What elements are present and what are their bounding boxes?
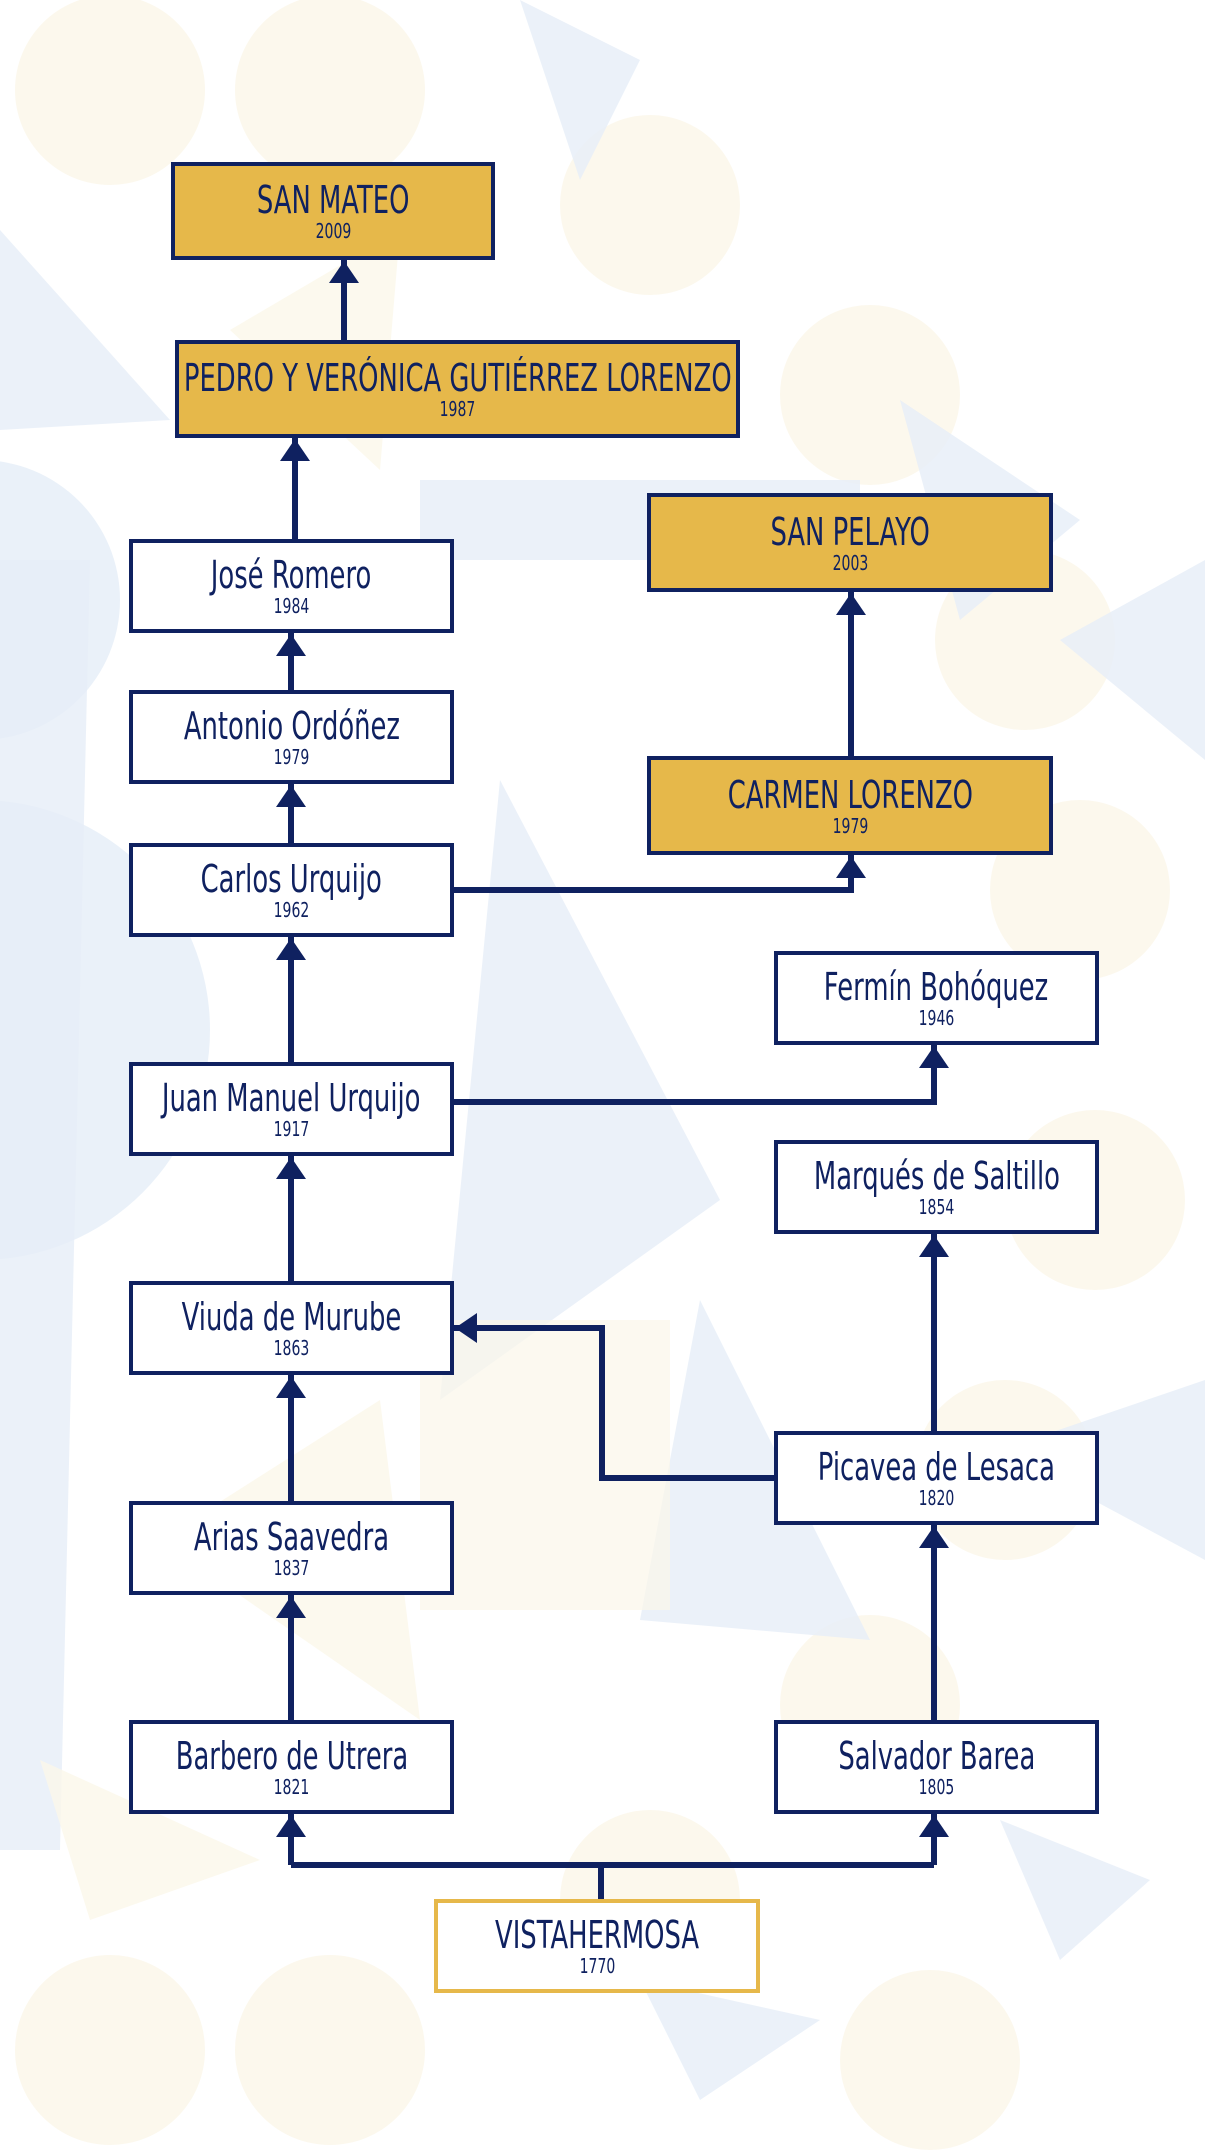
- watermark-shape: [1000, 1380, 1205, 1560]
- node-salvador-barea: Salvador Barea 1805: [774, 1720, 1099, 1814]
- node-year: 1962: [273, 898, 310, 922]
- connector-juan-fermin: [454, 1045, 937, 1105]
- node-san-mateo: SAN MATEO 2009: [171, 162, 495, 260]
- node-name: SAN PELAYO: [770, 509, 930, 554]
- watermark-circle: [560, 115, 740, 295]
- node-fermin-bohoquez: Fermín Bohóquez 1946: [774, 951, 1099, 1045]
- node-san-pelayo: SAN PELAYO 2003: [647, 493, 1053, 592]
- node-year: 2003: [832, 550, 868, 575]
- watermark-shape: [40, 1760, 260, 1920]
- arrow-to-arias: [276, 1596, 306, 1618]
- node-name: VISTAHERMOSA: [494, 1913, 700, 1957]
- arrow-to-antonio: [276, 785, 306, 807]
- watermark-shape: [1060, 560, 1205, 760]
- arrow-to-barbero: [276, 1815, 306, 1837]
- arrow-to-pedro: [280, 439, 310, 461]
- node-year: 1854: [918, 1195, 955, 1219]
- node-year: 1821: [273, 1775, 310, 1799]
- node-year: 1837: [273, 1556, 310, 1580]
- node-picavea-de-lesaca: Picavea de Lesaca 1820: [774, 1431, 1099, 1525]
- node-juan-manuel-urquijo: Juan Manuel Urquijo 1917: [129, 1062, 454, 1156]
- arrow-to-san-pelayo: [836, 593, 866, 615]
- node-name: Barbero de Utrera: [175, 1734, 408, 1778]
- node-name: José Romero: [211, 553, 372, 597]
- node-year: 1820: [918, 1486, 955, 1510]
- arrow-to-picavea: [919, 1526, 949, 1548]
- node-name: CARMEN LORENZO: [727, 772, 973, 817]
- watermark-shape: [0, 230, 170, 430]
- node-carmen-lorenzo: CARMEN LORENZO 1979: [647, 756, 1053, 855]
- node-name: Arias Saavedra: [193, 1515, 390, 1559]
- watermark-circle: [840, 1970, 1020, 2150]
- watermark-circle: [15, 0, 205, 185]
- node-antonio-ordonez: Antonio Ordóñez 1979: [129, 690, 454, 784]
- node-barbero-de-utrera: Barbero de Utrera 1821: [129, 1720, 454, 1814]
- watermark-shape: [1000, 1820, 1150, 1960]
- node-arias-saavedra: Arias Saavedra 1837: [129, 1501, 454, 1595]
- node-name: Salvador Barea: [838, 1734, 1035, 1778]
- node-pedro-veronica: PEDRO Y VERÓNICA GUTIÉRREZ LORENZO 1987: [175, 340, 740, 438]
- node-year: 1979: [273, 745, 310, 769]
- node-name: Fermín Bohóquez: [824, 965, 1049, 1009]
- node-name: Carlos Urquijo: [200, 857, 383, 901]
- node-name: Picavea de Lesaca: [817, 1445, 1056, 1489]
- watermark-shape: [640, 1300, 870, 1640]
- watermark-block: [420, 1320, 670, 1610]
- connector-picavea-viuda: [454, 1325, 774, 1481]
- arrow-to-viuda: [276, 1376, 306, 1398]
- node-name: Antonio Ordóñez: [183, 704, 400, 748]
- node-year: 1984: [273, 594, 310, 618]
- arrow-to-carlos: [276, 938, 306, 960]
- watermark-shape: [640, 1980, 820, 2100]
- node-year: 1946: [918, 1006, 955, 1030]
- node-name: SAN MATEO: [256, 178, 410, 222]
- watermark-circle: [235, 0, 425, 185]
- connector-root-split: [288, 1814, 937, 1899]
- arrow-to-san-mateo: [329, 261, 359, 283]
- connector-carlos-carmen: [454, 855, 854, 893]
- node-year: 1770: [579, 1954, 615, 1978]
- node-year: 1917: [273, 1117, 310, 1141]
- node-year: 1805: [918, 1775, 955, 1799]
- node-carlos-urquijo: Carlos Urquijo 1962: [129, 843, 454, 937]
- node-year: 1863: [273, 1336, 310, 1360]
- arrow-to-viuda-side: [455, 1313, 477, 1343]
- node-year: 1987: [439, 397, 476, 421]
- node-viuda-de-murube: Viuda de Murube 1863: [129, 1281, 454, 1375]
- node-name: Marqués de Saltillo: [813, 1154, 1060, 1198]
- node-name: PEDRO Y VERÓNICA GUTIÉRREZ LORENZO: [183, 356, 732, 400]
- node-year: 2009: [315, 219, 351, 243]
- arrow-to-jose: [276, 634, 306, 656]
- arrow-to-marques: [919, 1235, 949, 1257]
- watermark-circle: [235, 1955, 425, 2145]
- watermark-shape: [0, 560, 90, 1850]
- arrow-to-carmen: [836, 856, 866, 878]
- watermark-circle: [15, 1955, 205, 2145]
- node-vistahermosa: VISTAHERMOSA 1770: [434, 1899, 760, 1993]
- node-year: 1979: [832, 813, 868, 838]
- arrow-to-fermin: [919, 1046, 949, 1068]
- watermark-shape: [440, 780, 720, 1400]
- node-marques-de-saltillo: Marqués de Saltillo 1854: [774, 1140, 1099, 1234]
- arrow-to-juan: [276, 1157, 306, 1179]
- node-jose-romero: José Romero 1984: [129, 539, 454, 633]
- watermark-shape: [520, 0, 640, 180]
- node-name: Viuda de Murube: [181, 1295, 402, 1339]
- node-name: Juan Manuel Urquijo: [162, 1076, 421, 1120]
- arrow-to-salvador: [919, 1815, 949, 1837]
